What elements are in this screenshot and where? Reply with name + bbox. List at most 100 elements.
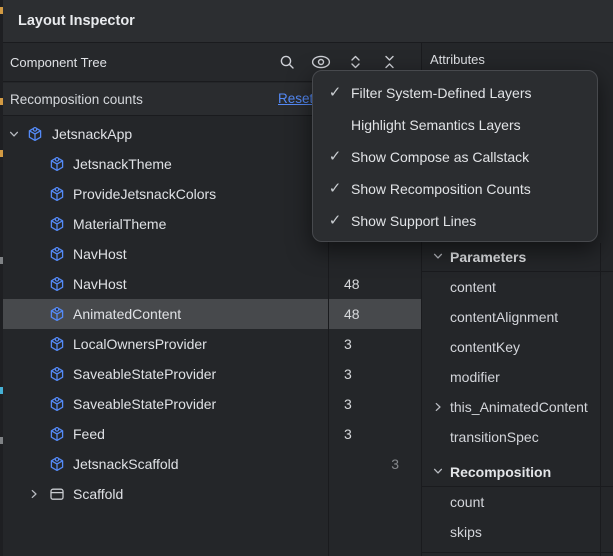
composable-icon	[49, 456, 65, 472]
tree-row[interactable]: JetsnackTheme	[0, 149, 421, 179]
recomposition-count-value: 3	[344, 396, 352, 412]
view-options-eye-icon[interactable]	[311, 52, 331, 72]
attributes-section-header[interactable]: Parameters	[422, 242, 613, 272]
window-title: Layout Inspector	[18, 13, 135, 29]
tree-row[interactable]: Scaffold	[0, 479, 421, 509]
attributes-section: Parameters content contentAlignment cont…	[422, 242, 613, 452]
tree-node-label: MaterialTheme	[73, 216, 167, 232]
tree-node-label: JetsnackApp	[52, 126, 133, 142]
chevron-right-icon[interactable]	[430, 524, 446, 540]
attribute-name: contentKey	[450, 339, 521, 355]
composable-icon	[49, 276, 65, 292]
window-titlebar: Layout Inspector	[0, 0, 613, 43]
composable-icon	[49, 306, 65, 322]
collapse-all-icon[interactable]	[379, 52, 399, 72]
menu-item[interactable]: ✓ Show Compose as Callstack	[313, 141, 597, 173]
attributes-section-title: Recomposition	[450, 463, 552, 480]
attributes-bottom-separator	[422, 552, 613, 553]
tree-row[interactable]: ProvideJetsnackColors	[0, 179, 421, 209]
recomposition-counts-label: Recomposition counts	[10, 91, 143, 107]
chevron-down-icon	[432, 249, 444, 265]
attribute-name: skips	[450, 524, 482, 540]
attribute-name: content	[450, 279, 496, 295]
chevron-right-icon[interactable]	[430, 309, 446, 325]
menu-item-label: Filter System-Defined Layers	[351, 85, 532, 101]
reset-counts-link[interactable]: Reset	[278, 91, 314, 106]
composable-icon	[49, 186, 65, 202]
composable-icon	[49, 246, 65, 262]
tree-node-label: SaveableStateProvider	[73, 396, 217, 412]
tree-node-label: JetsnackScaffold	[73, 456, 179, 472]
menu-item[interactable]: ✓ Show Support Lines	[313, 205, 597, 237]
menu-item-label: Show Compose as Callstack	[351, 149, 530, 165]
component-tree-title: Component Tree	[10, 54, 107, 70]
attributes-section-items: count skips	[422, 487, 613, 547]
attribute-name-column-divider	[600, 243, 601, 556]
menu-item-label: Show Support Lines	[351, 213, 477, 229]
attribute-row: contentKey	[422, 332, 613, 362]
composable-icon	[49, 396, 65, 412]
recomposition-count-value: 3	[344, 336, 352, 352]
tree-row[interactable]: AnimatedContent 48	[0, 299, 421, 329]
tree-row[interactable]: NavHost	[0, 239, 421, 269]
attribute-name: this_AnimatedContent	[450, 399, 588, 415]
attributes-section-header[interactable]: Recomposition	[422, 457, 613, 487]
tree-node-label: SaveableStateProvider	[73, 366, 217, 382]
attributes-section-title: Parameters	[450, 248, 527, 265]
counts-column-divider	[328, 116, 329, 556]
tree-node-label: NavHost	[73, 246, 127, 262]
attribute-row: modifier	[422, 362, 613, 392]
edge-mark	[0, 437, 3, 444]
tree-row[interactable]: LocalOwnersProvider 3	[0, 329, 421, 359]
search-icon[interactable]	[277, 52, 297, 72]
tree-node-label: AnimatedContent	[73, 306, 182, 322]
attribute-name: modifier	[450, 369, 500, 385]
composable-icon	[49, 336, 65, 352]
chevron-right-icon[interactable]	[430, 399, 446, 415]
attribute-row: content	[422, 272, 613, 302]
menu-item[interactable]: ✓ Filter System-Defined Layers	[313, 77, 597, 109]
tree-chevron-icon[interactable]	[6, 126, 22, 142]
expand-all-icon[interactable]	[345, 52, 365, 72]
tree-row[interactable]: MaterialTheme	[0, 209, 421, 239]
recomposition-count-value: 48	[344, 306, 360, 322]
tree-node-label: ProvideJetsnackColors	[73, 186, 217, 202]
tree-chevron-icon[interactable]	[26, 486, 42, 502]
chevron-right-icon[interactable]	[430, 429, 446, 445]
composable-icon	[49, 426, 65, 442]
panel-divider[interactable]	[421, 43, 422, 556]
attributes-body: Parameters content contentAlignment cont…	[422, 242, 613, 547]
tree-node-label: Scaffold	[73, 486, 124, 502]
attribute-name: transitionSpec	[450, 429, 539, 445]
attribute-name: count	[450, 494, 485, 510]
attribute-row[interactable]: this_AnimatedContent	[422, 392, 613, 422]
tree-row[interactable]: SaveableStateProvider 3	[0, 359, 421, 389]
tree-row[interactable]: JetsnackApp	[0, 119, 421, 149]
chevron-right-icon[interactable]	[430, 369, 446, 385]
attribute-row: count	[422, 487, 613, 517]
tree-node-label: Feed	[73, 426, 105, 442]
composable-icon	[49, 216, 65, 232]
menu-item[interactable]: ✓ Show Recomposition Counts	[313, 173, 597, 205]
menu-item[interactable]: ✓ Highlight Semantics Layers	[313, 109, 597, 141]
attributes-section-items: content contentAlignment contentKey modi…	[422, 272, 613, 452]
edge-mark	[0, 150, 3, 157]
attributes-title: Attributes	[430, 51, 485, 67]
recomposition-count-value: 3	[391, 456, 399, 472]
component-tree-list: JetsnackApp JetsnackTheme ProvideJetsnac…	[0, 116, 421, 509]
edge-mark	[0, 7, 3, 14]
checkmark-icon: ✓	[328, 148, 342, 165]
tree-row[interactable]: SaveableStateProvider 3	[0, 389, 421, 419]
attributes-section: Recomposition count skips	[422, 457, 613, 547]
edge-mark	[0, 387, 3, 394]
chevron-right-icon[interactable]	[430, 279, 446, 295]
chevron-right-icon[interactable]	[430, 494, 446, 510]
recomposition-count-value: 48	[344, 276, 360, 292]
tree-row[interactable]: Feed 3	[0, 419, 421, 449]
component-tree-toolbar	[277, 43, 399, 81]
view-options-menu: ✓ Filter System-Defined Layers ✓ Highlig…	[312, 70, 598, 242]
composable-icon	[49, 156, 65, 172]
tree-row[interactable]: JetsnackScaffold 3	[0, 449, 421, 479]
tree-row[interactable]: NavHost 48	[0, 269, 421, 299]
chevron-right-icon[interactable]	[430, 339, 446, 355]
